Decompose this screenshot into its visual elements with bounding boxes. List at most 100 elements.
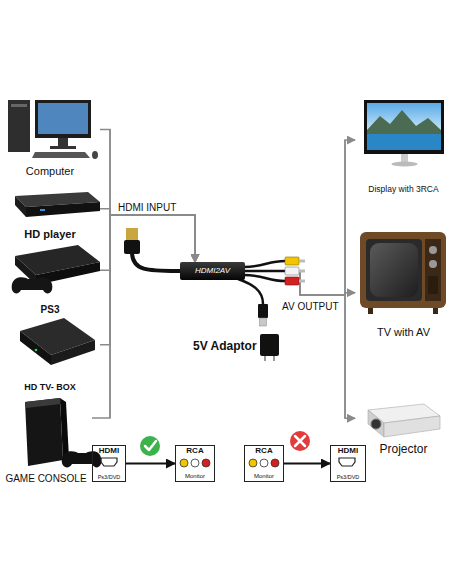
rca-jack-red [271,459,279,467]
tv-bezel [366,239,422,301]
ps3-illustration [12,245,100,293]
player-front [26,202,100,217]
input-bracket [109,129,111,418]
rca-jack-white [191,459,199,467]
player-side [15,196,26,217]
monitor-base [50,146,76,149]
device-node: HD TV- BOX [0,315,100,393]
device-caption: PS3 [41,304,60,315]
rca-wire [244,270,285,273]
device-caption: TV with AV [377,326,430,338]
rca-plug-white [285,267,299,275]
hdmi-port-icon [339,458,355,466]
device-node: PS3 [0,243,100,315]
port-note: Monitor [254,473,274,480]
rca-cables [244,257,305,285]
rca-pin [299,260,305,263]
converter-label: HDMI2AV [195,267,230,276]
console-side [60,398,69,460]
hdmi-cable [124,228,182,271]
game-console-illustration [25,398,101,467]
tv-speaker [428,276,438,294]
tv-box-illustration [20,318,95,365]
monitor-screen [38,103,88,134]
power-adaptor [260,334,279,356]
rca-jack-yellow [249,459,257,467]
device-node: HD player [0,183,100,240]
display-illustration [364,100,444,167]
check-icon [140,436,160,456]
player-light [40,209,45,211]
rca-jack-red [202,459,210,467]
hd-player-illustration [15,192,100,217]
signal-label: AV OUTPUT [282,301,338,312]
display-node: Display with 3RCA [355,96,452,194]
box-light [35,349,38,352]
tv-panel [425,239,441,301]
computer-illustration [8,100,98,159]
display-frame [364,100,444,154]
pc-tower [8,100,30,152]
box-side [51,340,95,365]
port-name: HDMI [99,447,119,456]
display-mountains [367,110,441,134]
tv-leg [368,308,373,314]
rca-plug-red [285,277,299,285]
cross-mark [295,436,305,446]
projector-illustration [368,404,440,437]
usb-metal [260,318,267,326]
connector-arrow [92,215,195,418]
display-base [392,162,418,167]
adaptor-prong [273,356,275,361]
port-name: RCA [186,447,203,456]
device-caption: GAME CONSOLE [5,473,86,484]
port-box: HDMI Ps3/DVD [330,445,366,482]
display-node: TV with AV [355,230,452,338]
power-label: 5V Adaptor [193,340,257,353]
device-caption: Projector [379,443,427,456]
hdmi-plug-metal [126,228,138,241]
converter-box: HDMI2AV [180,262,245,280]
device-caption: HD player [24,228,75,240]
check-circle [140,436,160,456]
device-caption: Computer [26,165,74,177]
adaptor-prong [264,356,266,361]
connector-arrow [245,140,355,295]
keyboard [32,152,90,158]
box-front [20,331,51,365]
port-note: Ps3/DVD [337,474,360,480]
tv-cabinet [360,232,446,308]
display-screen [367,103,441,150]
rca-pin [299,270,305,273]
rca-wire [244,261,285,267]
port-box: RCA Monitor [244,445,284,482]
port-box: HDMI Ps3/DVD [92,445,126,482]
device-caption: HD TV- BOX [24,383,76,393]
projector-lens [371,419,381,429]
device-node: Computer [0,95,100,177]
tv-knob [429,260,437,268]
hdmi-plug-housing [124,240,140,254]
hdmi-port-icon [101,458,117,466]
device-caption: Display with 3RCA [368,185,438,194]
signal-label: HDMI INPUT [118,202,176,213]
port-note: Ps3/DVD [98,474,121,480]
hdmi-wire [132,252,182,271]
connector-arrow [100,129,195,262]
console-controller [62,451,102,467]
port-name: HDMI [338,447,358,456]
connector-arrow [126,463,175,465]
tv-screen [370,243,418,297]
output-bracket [344,140,346,418]
usb-plug [258,304,268,318]
port-box: RCAMonitor [175,445,215,482]
port-name: RCA [255,447,272,456]
display-water [367,134,441,150]
rca-wire [244,275,285,281]
rca-jack-white [260,459,268,467]
rca-jack-yellow [180,459,188,467]
check-mark [145,441,156,450]
projector-side [384,416,440,437]
